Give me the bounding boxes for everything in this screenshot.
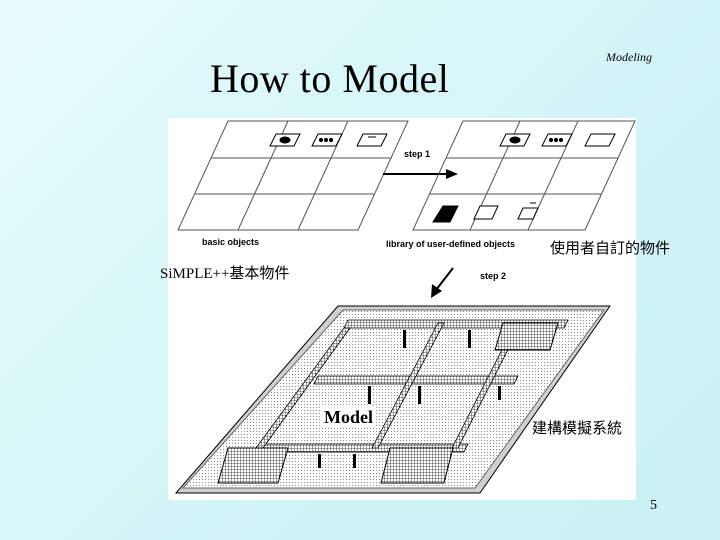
model-label: Model — [322, 407, 375, 428]
step1-arrow — [383, 169, 458, 179]
library-object-icons — [433, 134, 615, 222]
library-label: library of user-defined objects — [386, 239, 515, 249]
modeling-figure: basic objects step 1 library of user-def… — [168, 118, 636, 500]
basic-objects-label: basic objects — [202, 237, 259, 247]
user-defined-objects-annotation: 使用者自訂的物件 — [550, 237, 670, 258]
simple-basic-objects-annotation: SiMPLE++基本物件 — [160, 262, 289, 283]
slide-title: How to Model — [210, 55, 449, 102]
step1-label: step 1 — [404, 149, 430, 159]
basic-object-icons — [270, 134, 387, 146]
model-floor — [176, 306, 610, 493]
step2-label: step 2 — [480, 271, 506, 281]
header-tag: Modeling — [606, 50, 652, 65]
page-number: 5 — [650, 498, 657, 514]
build-simulation-annotation: 建構模擬系統 — [532, 417, 622, 438]
modeling-diagram — [168, 118, 636, 500]
step2-arrow — [431, 268, 453, 298]
